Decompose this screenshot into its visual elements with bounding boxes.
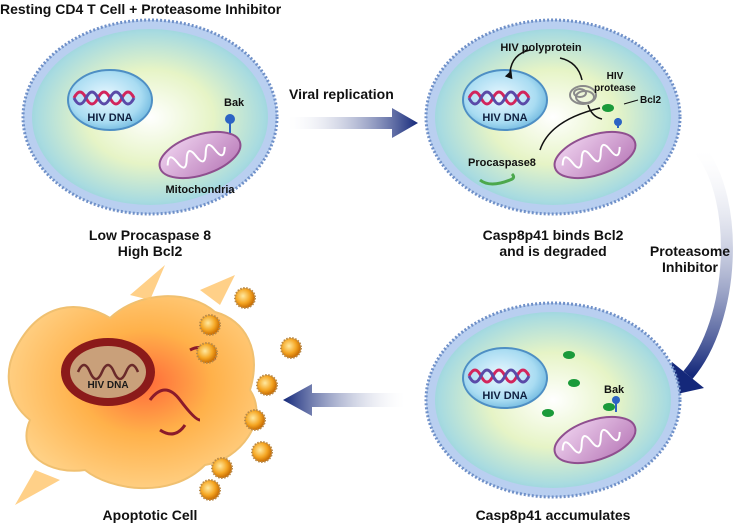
apoptotic-body-icon <box>199 314 221 336</box>
arrow-2-label-line-2: Inhibitor <box>662 259 718 276</box>
bak-protein-icon <box>612 396 620 404</box>
casp8p41-icon <box>563 351 575 359</box>
apoptotic-body-icon <box>244 409 266 431</box>
cell-2-mitochondria <box>553 130 637 180</box>
apoptotic-body-icon <box>234 287 256 309</box>
apoptotic-bodies <box>196 287 302 501</box>
cell-1-caption-line-1: Low Procaspase 8 <box>88 227 212 243</box>
casp8p41-icon <box>542 409 554 417</box>
cell-3-cytoplasm <box>435 312 671 488</box>
cell-2-caption: Casp8p41 binds Bcl2 and is degraded <box>483 227 624 259</box>
apoptotic-body-icon <box>251 441 273 463</box>
cell-1-caption: Low Procaspase 8 High Bcl2 <box>89 227 211 259</box>
cell-1-mito-label: Mitochondria <box>165 184 235 196</box>
arrow-2-label: Proteasome Inhibitor <box>650 243 730 275</box>
apoptotic-body-icon <box>196 342 218 364</box>
casp8p41-icon <box>602 104 614 112</box>
arrow-to-apoptosis <box>283 384 405 416</box>
apoptotic-body-icon <box>199 479 221 501</box>
cell-2-procaspase-label: Procaspase8 <box>468 157 536 169</box>
apoptotic-body-icon <box>256 374 278 396</box>
apoptotic-body-icon <box>211 457 233 479</box>
cell-3-caption: Casp8p41 accumulates <box>475 507 631 523</box>
arrow-viral-replication <box>288 108 418 138</box>
cell-1-caption-line-2: High Bcl2 <box>117 243 183 260</box>
procaspase8-icon <box>479 172 516 186</box>
page-title: Resting CD4 T Cell + Proteasome Inhibito… <box>0 1 282 17</box>
apoptotic-cell: HIV DNA <box>7 265 258 505</box>
casp8p41-icon <box>603 403 615 411</box>
cell-1-dna-strand-b <box>72 90 136 106</box>
cell-1: HIV DNA Bak Mitochondria <box>21 18 279 216</box>
apoptotic-body-icon <box>280 337 302 359</box>
cell-2-caption-line-2: and is degraded <box>499 243 607 260</box>
cell-2-dna-label: HIV DNA <box>482 112 527 124</box>
cell-1-mitochondria <box>158 130 242 180</box>
cell-1-dna-label: HIV DNA <box>87 112 132 124</box>
polyprotein-tangle-icon <box>569 85 597 105</box>
cell-2-bcl2-label: Bcl2 <box>640 95 662 106</box>
cell-1-bak-label: Bak <box>224 97 245 109</box>
apoptotic-dna-label: HIV DNA <box>87 380 128 391</box>
cell-2: HIV DNA HIV polyprotein HIV protease Bcl… <box>424 18 682 216</box>
cell-1-dna-strand-a <box>72 90 136 106</box>
cell-3-mitochondria <box>553 415 637 465</box>
arrow-2-label-line-1: Proteasome <box>649 243 731 259</box>
cell-3-bak-label: Bak <box>604 384 625 396</box>
bak-protein-icon <box>614 118 622 126</box>
cell-2-protease-label-2: protease <box>594 83 636 94</box>
cell-2-polyprotein-label: HIV polyprotein <box>500 42 582 54</box>
apoptotic-caption: Apoptotic Cell <box>102 507 198 523</box>
arrowhead-icon <box>504 70 513 80</box>
cell-3: HIV DNA Bak <box>424 301 682 499</box>
casp8p41-icon <box>568 379 580 387</box>
cell-3-dna-label: HIV DNA <box>482 390 527 402</box>
arrow-1-label: Viral replication <box>289 86 394 102</box>
bak-protein-icon <box>225 114 235 124</box>
cell-2-protease-label-1: HIV <box>607 71 624 82</box>
cell-2-caption-line-1: Casp8p41 binds Bcl2 <box>482 227 624 243</box>
